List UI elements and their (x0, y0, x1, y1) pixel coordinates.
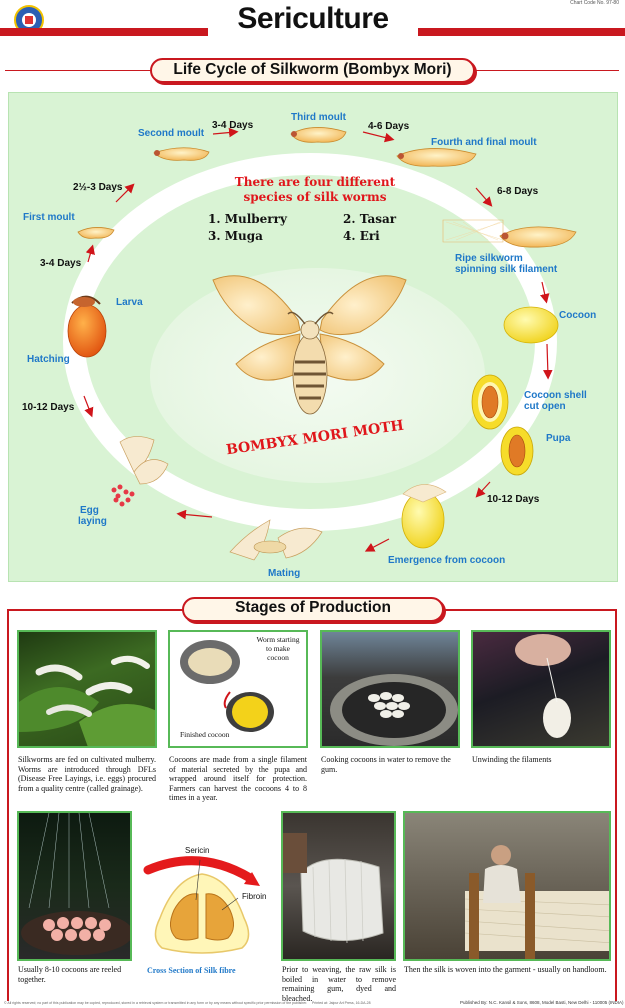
silkworm-leaves-graphic (19, 655, 155, 746)
hatching-egg (67, 295, 107, 358)
chart-code: Chart Code No. 97-80 (570, 0, 619, 6)
label-mating: Mating (268, 568, 301, 579)
label-cocoon: Cocoon (559, 310, 597, 321)
duration-4: 2½-3 Days (73, 182, 123, 193)
duration-2: 4-6 Days (368, 121, 410, 132)
caption-unwinding: Unwinding the filaments (472, 755, 552, 764)
caption-cooking: Cooking cocoons in water to remove the g… (321, 755, 451, 774)
inset-finished-label: Finished cocoon (180, 730, 230, 739)
photo-reeling (17, 811, 132, 961)
header-bar-left (0, 28, 208, 36)
arrow-3 (475, 187, 493, 207)
species-heading: There are four different species of silk… (200, 175, 430, 205)
bombyx-mori-moth (212, 275, 407, 415)
label-first-moult: First moult (23, 212, 75, 223)
reeling-graphic (21, 813, 130, 955)
label-fibroin: Fibroin (242, 892, 267, 901)
label-third-moult: Third moult (291, 112, 346, 123)
label-egg-2: laying (78, 516, 107, 527)
arrow-10 (85, 244, 95, 263)
second-moult-worm (153, 147, 210, 161)
label-cocoon-shell-1: Cocoon shell (524, 390, 587, 401)
inset-worm-line: cocoon (267, 653, 289, 662)
life-cycle-title: Life Cycle of Silkworm (Bombyx Mori) (173, 61, 452, 78)
third-moult-worm (290, 127, 347, 143)
arrow-8 (176, 509, 213, 520)
pupa (500, 426, 534, 476)
species-heading-line-1: There are four different (234, 175, 396, 189)
duration-1: 3-4 Days (212, 120, 254, 131)
caption-feeding: Silkworms are fed on cultivated mulberry… (18, 755, 156, 793)
photo-handloom-weaving (403, 811, 611, 961)
emerging-moth (401, 484, 447, 549)
label-egg-1: Egg (80, 505, 99, 516)
duration-5: 3-4 Days (40, 258, 82, 269)
arrow-11 (115, 183, 135, 203)
cocoon-shell (471, 374, 509, 430)
caption-weaving: Then the silk is woven into the garment … (404, 965, 607, 974)
arrow-5 (543, 343, 553, 380)
inset-worm-line: to make (266, 644, 290, 653)
caption-boiling: Prior to weaving, the raw silk is boiled… (282, 965, 396, 1003)
inset-cocoon-formation (168, 630, 308, 748)
arrow-7 (364, 538, 390, 552)
fourth-moult-worm (396, 148, 477, 167)
label-cocoon-shell-2: cut open (524, 401, 566, 412)
raw-silk-graphic (283, 833, 384, 944)
cross-section-diagram (143, 856, 260, 954)
species-item: 2. Tasar (343, 212, 397, 226)
caption-reeling: Usually 8-10 cocoons are reeled together… (18, 965, 122, 984)
inset-worm-line: Worm starting (256, 635, 300, 644)
life-cycle-banner (150, 58, 475, 83)
photo-unwinding (471, 630, 611, 748)
arrow-4 (540, 281, 550, 304)
arrow-2 (362, 131, 395, 143)
cross-section-caption: Cross Section of Silk fibre (147, 966, 236, 975)
cooking-pot-graphic (330, 674, 458, 746)
species-item: 1. Mulberry (208, 212, 287, 226)
species-item: 3. Muga (208, 229, 263, 243)
handloom-graphic (464, 845, 609, 959)
mating-moths (229, 519, 323, 561)
inset-worm-label: Worm starting to make cocoon (248, 635, 308, 662)
life-cycle-diagram (63, 127, 577, 561)
footer-rights: © All rights reserved; no part of this p… (4, 1001, 308, 1005)
production-banner (182, 597, 444, 622)
label-sericin: Sericin (185, 846, 210, 855)
cocoon-formation-graphic (180, 640, 274, 732)
duration-6: 10-12 Days (22, 402, 75, 413)
duration-3: 6-8 Days (497, 186, 539, 197)
label-hatching: Hatching (27, 354, 70, 365)
photo-silkworms-on-mulberry (17, 630, 157, 748)
title-backdrop (208, 4, 418, 44)
cocoon (503, 306, 559, 344)
first-moult-worm (77, 227, 115, 239)
arrow-9 (83, 395, 94, 418)
species-item: 4. Eri (343, 229, 380, 243)
arrow-1 (212, 127, 239, 138)
caption-cocoon-formation: Cocoons are made from a single filament … (169, 755, 307, 803)
label-ripe-silkworm-2: spinning silk filament (455, 264, 558, 275)
label-larva: Larva (116, 297, 143, 308)
label-emergence: Emergence from cocoon (388, 555, 506, 566)
page-title: Sericulture (237, 2, 389, 35)
label-fourth-moult: Fourth and final moult (431, 137, 537, 148)
duration-7: 10-12 Days (487, 494, 540, 505)
egg-laying-moth (111, 436, 169, 507)
arrow-6 (475, 481, 491, 498)
header-bar-right (417, 28, 625, 36)
label-pupa: Pupa (546, 433, 571, 444)
label-second-moult: Second moult (138, 128, 205, 139)
species-heading-line-2: species of silk worms (243, 190, 387, 204)
label-ripe-silkworm-1: Ripe silkworm (455, 253, 523, 264)
footer-printed: Printed at: Jaipur Art Press, 16-DA-28 (312, 1001, 371, 1005)
production-title: Stages of Production (235, 599, 391, 616)
ripe-silkworm (442, 219, 577, 248)
photo-cooking-cocoons (320, 630, 460, 748)
photo-boiling-raw-silk (281, 811, 396, 961)
unwinding-graphic (515, 634, 571, 738)
footer-published: Published By: N.C. Kansil & Sons, 8608, … (460, 1000, 624, 1005)
